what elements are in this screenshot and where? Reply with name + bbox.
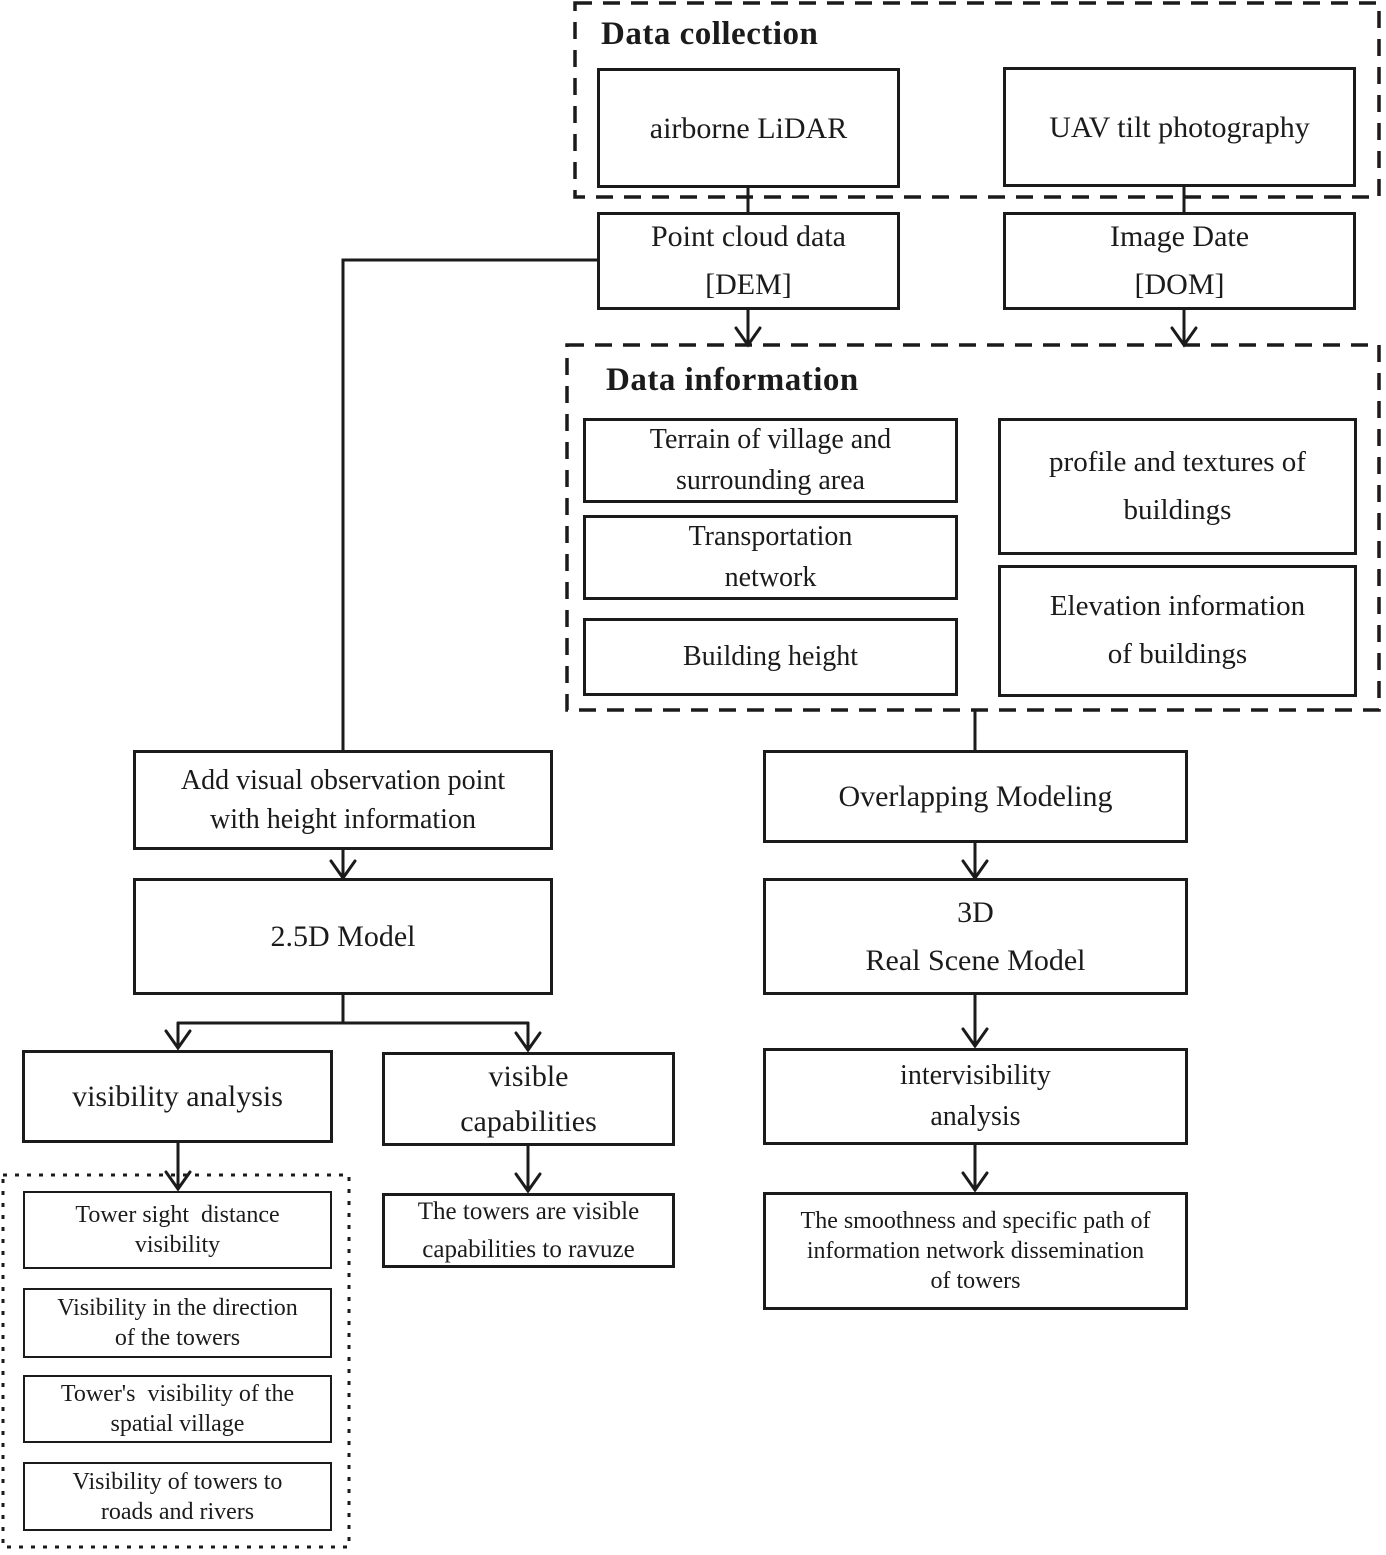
connectors-group [164,185,1198,1194]
node-intervisibility-analysis: intervisibility analysis [763,1048,1188,1145]
arrow-split-to-visibility-analysis [164,1021,192,1051]
data-collection-title: Data collection [601,16,819,52]
node-smoothness-path: The smoothness and specific path of info… [763,1192,1188,1310]
arrow-pointcloud-to-datainfo [734,308,762,348]
node-visibility-analysis: visibility analysis [22,1050,333,1143]
arrow-overlapping-to-3d [961,841,989,881]
data-collection-border [573,1,1381,199]
node-elevation-information: Elevation information of buildings [998,565,1357,697]
node-3d-real-scene-model: 3D Real Scene Model [763,878,1188,995]
line-25d-split [176,993,530,1025]
arrow-addvisual-to-25d [329,848,357,881]
node-tower-sight-distance: Tower sight distance visibility [23,1191,332,1269]
node-towers-visible-ravuze: The towers are visible capabilities to r… [382,1193,675,1268]
arrow-split-to-visible-capabilities [514,1021,542,1053]
data-information-title: Data information [606,362,859,398]
node-overlapping-modeling: Overlapping Modeling [763,750,1188,843]
node-2-5d-model: 2.5D Model [133,878,553,995]
node-terrain: Terrain of village and surrounding area [583,418,958,503]
node-towers-visibility-spatial-village: Tower's visibility of the spatial villag… [23,1375,332,1443]
data-information-border [565,343,1381,712]
node-profile-textures: profile and textures of buildings [998,418,1357,555]
arrow-visibility-to-results [164,1141,192,1192]
arrow-intervisibility-to-smoothness [961,1143,989,1193]
node-uav-tilt-photography: UAV tilt photography [1003,67,1356,187]
line-pointcloud-to-addvisual [341,258,599,752]
node-transportation-network: Transportation network [583,515,958,600]
node-add-visual-observation: Add visual observation point with height… [133,750,553,850]
node-point-cloud-data: Point cloud data [DEM] [597,212,900,310]
visibility-results-border [1,1173,351,1549]
node-visible-capabilities: visible capabilities [382,1052,675,1146]
node-image-date: Image Date [DOM] [1003,212,1356,310]
node-airborne-lidar: airborne LiDAR [597,68,900,188]
node-building-height: Building height [583,618,958,696]
arrow-imagedate-to-datainfo [1170,308,1198,348]
node-visibility-direction-towers: Visibility in the direction of the tower… [23,1288,332,1358]
arrow-capabilities-to-ravuze [514,1144,542,1194]
node-visibility-towers-roads-rivers: Visibility of towers to roads and rivers [23,1462,332,1531]
arrow-3d-to-intervisibility [961,993,989,1049]
